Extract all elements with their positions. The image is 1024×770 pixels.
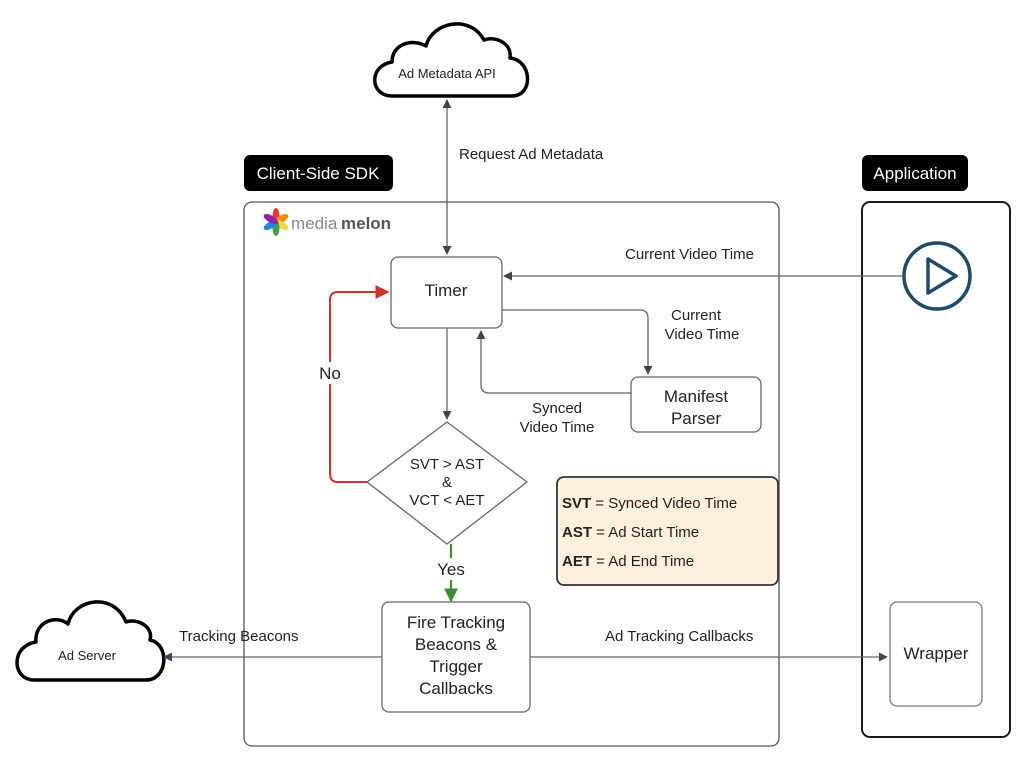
edge-yes-label: Yes	[437, 560, 465, 579]
legend-item: AET = Ad End Time	[562, 553, 694, 570]
ad-server-label: Ad Server	[58, 648, 116, 663]
edge-synced-video-time	[476, 330, 631, 394]
edge-request-metadata-label: Request Ad Metadata	[459, 146, 604, 163]
decision-label-1: SVT > AST	[410, 456, 484, 473]
cloud-icon	[373, 22, 530, 98]
legend-box: SVT = Synced Video Time AST = Ad Start T…	[556, 476, 779, 586]
sdk-tag: Client-Side SDK	[244, 155, 393, 191]
ad-metadata-api-label: Ad Metadata API	[398, 66, 496, 81]
manifest-parser-label-2: Parser	[671, 409, 721, 428]
fire-tracking-label-4: Callbacks	[419, 679, 493, 698]
cloud-icon	[15, 600, 166, 682]
fire-tracking-node[interactable]: Fire Tracking Beacons & Trigger Callback…	[381, 601, 531, 713]
wrapper-node[interactable]: Wrapper	[889, 601, 983, 707]
edge-tracking-beacons-label: Tracking Beacons	[179, 628, 299, 645]
edge-no	[329, 285, 390, 483]
decision-node[interactable]: SVT > AST & VCT < AET	[366, 421, 528, 545]
logo-text-light: media	[291, 214, 338, 233]
sdk-container	[243, 201, 780, 747]
ad-server-cloud[interactable]: Ad Server	[15, 600, 166, 682]
edge-no-label: No	[319, 364, 341, 383]
mediamelon-logo: media melon	[263, 208, 391, 236]
edge-current-video-time-parser-label-1: Current	[671, 307, 722, 324]
ad-metadata-api-cloud[interactable]: Ad Metadata API	[373, 22, 530, 98]
edge-current-video-time-parser-label-2: Video Time	[665, 326, 740, 343]
edge-current-video-time-parser	[502, 309, 653, 375]
application-container	[861, 201, 1011, 738]
manifest-parser-label-1: Manifest	[664, 387, 729, 406]
fire-tracking-label-3: Trigger	[429, 657, 483, 676]
video-player[interactable]	[902, 241, 972, 311]
play-icon	[902, 241, 972, 311]
edge-synced-video-time-label-2: Video Time	[520, 419, 595, 436]
fire-tracking-label-1: Fire Tracking	[407, 613, 505, 632]
sdk-tag-label: Client-Side SDK	[257, 164, 380, 183]
legend-item: AST = Ad Start Time	[562, 524, 699, 541]
decision-label-2: &	[442, 474, 452, 491]
edge-ad-tracking-callbacks-label: Ad Tracking Callbacks	[605, 628, 753, 645]
timer-label: Timer	[425, 281, 468, 300]
play-triangle-icon	[926, 257, 958, 295]
application-tag: Application	[862, 155, 968, 191]
timer-node[interactable]: Timer	[390, 256, 503, 329]
application-tag-label: Application	[873, 164, 956, 183]
manifest-parser-node[interactable]: Manifest Parser	[630, 376, 762, 433]
logo-text-bold: melon	[341, 214, 391, 233]
decision-label-3: VCT < AET	[409, 492, 484, 509]
fire-tracking-label-2: Beacons &	[415, 635, 498, 654]
legend-item: SVT = Synced Video Time	[562, 495, 737, 512]
mediamelon-flower-icon	[263, 208, 289, 236]
edge-synced-video-time-label-1: Synced	[532, 400, 582, 417]
edge-current-video-time-app-label: Current Video Time	[625, 246, 754, 263]
wrapper-label: Wrapper	[904, 644, 969, 663]
